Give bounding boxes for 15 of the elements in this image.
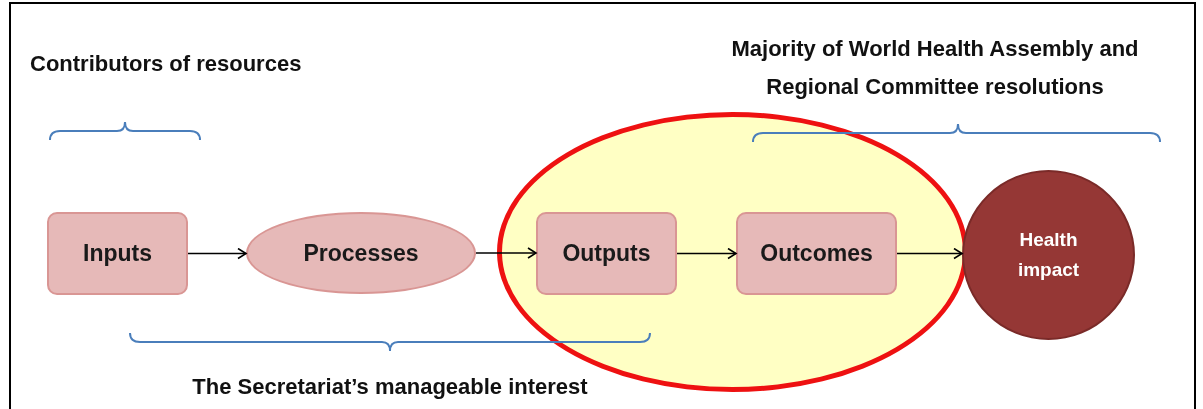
annotation-text: Contributors of resources — [30, 50, 302, 78]
process-box — [536, 212, 677, 295]
node-label: Health impact — [1016, 228, 1081, 282]
annotation-text: The Secretariat’s manageable interest — [191, 373, 589, 401]
process-box — [736, 212, 897, 295]
arrow — [676, 247, 737, 260]
arrow — [187, 247, 247, 260]
node-label: Outputs — [562, 240, 651, 267]
arrow — [896, 247, 963, 260]
node-label: Inputs — [83, 240, 152, 267]
annotation-text: Majority of World Health Assembly and Regional Committee resolutions — [730, 35, 1140, 101]
arrow — [475, 247, 537, 259]
node-label: Processes — [303, 239, 419, 267]
node-label: Outcomes — [760, 240, 873, 267]
process-box — [47, 212, 188, 295]
